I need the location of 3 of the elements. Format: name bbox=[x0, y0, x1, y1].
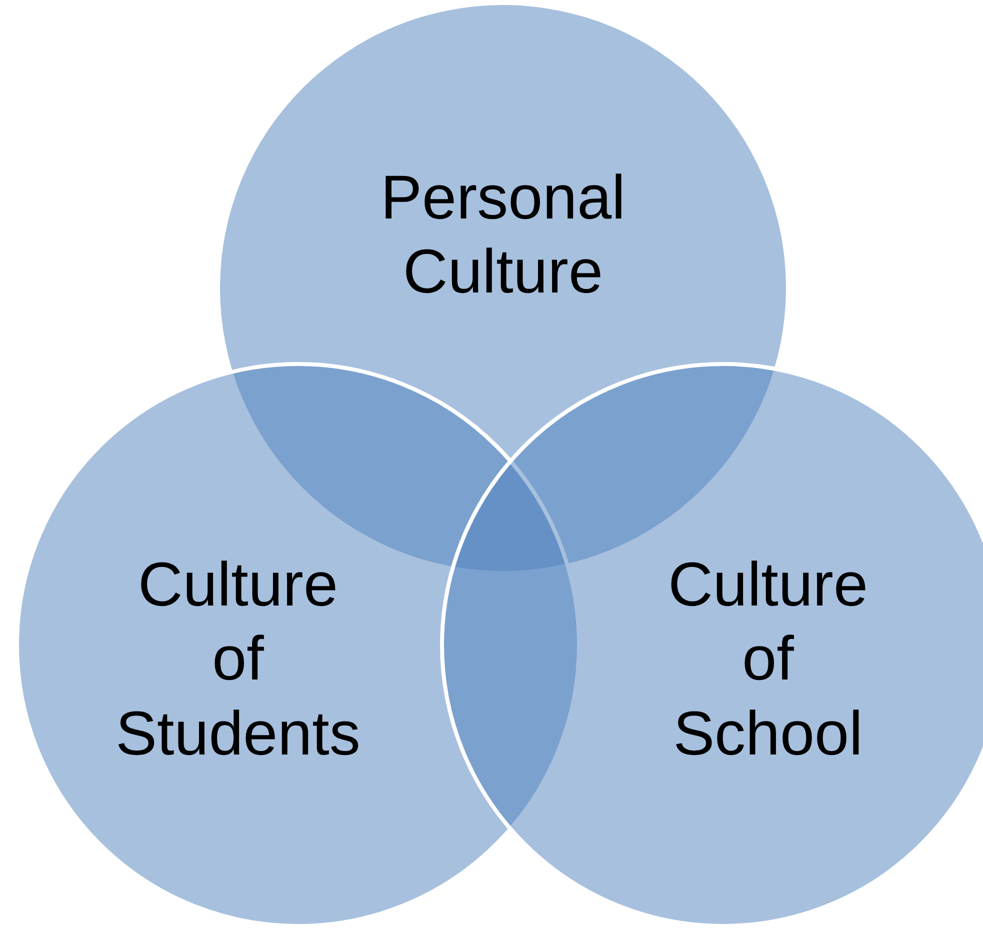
circle-label: Culture of School bbox=[668, 549, 868, 770]
circle-label: Culture of Students bbox=[116, 549, 360, 770]
circle-label: Personal Culture bbox=[380, 162, 626, 309]
